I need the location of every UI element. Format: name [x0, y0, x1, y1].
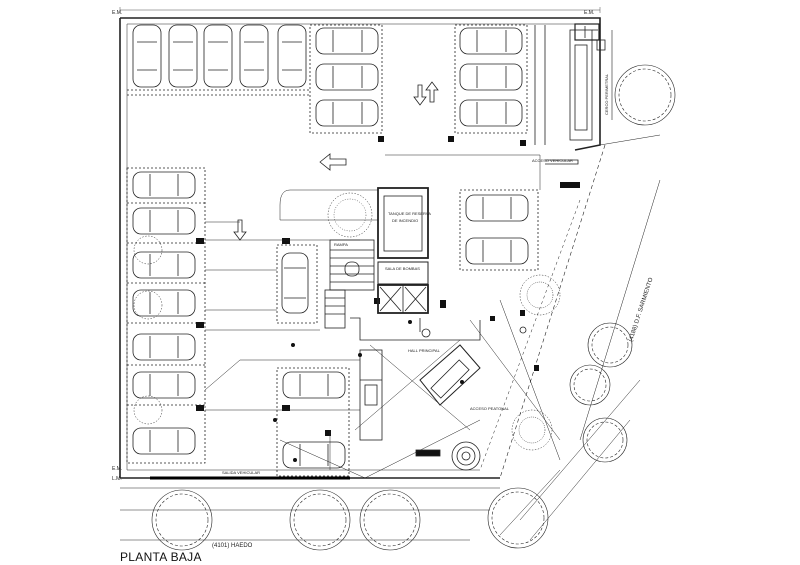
- parking-top-right: [454, 24, 546, 145]
- label-rampa: RAMPA: [334, 242, 348, 247]
- ramp-right: [545, 23, 606, 165]
- drawing-title: PLANTA BAJA: [120, 550, 202, 564]
- lm-marker-bottom: L.M.: [112, 476, 122, 482]
- columns: [196, 136, 580, 436]
- parking-top-center: [309, 24, 383, 134]
- label-hall-principal: HALL PRINCIPAL: [408, 348, 441, 353]
- fountain: [451, 441, 481, 471]
- building-core: [324, 187, 429, 329]
- street-name-right: (4188) D.F. SARMIENTO: [628, 277, 654, 343]
- parking-center: [276, 244, 318, 324]
- small-symbols: [273, 320, 464, 462]
- label-acceso-peatonal: ACCESO PEATONAL: [470, 406, 510, 411]
- parking-left: [126, 167, 206, 464]
- label-acceso-vehicular: ACCESO VEHICULAR: [532, 158, 573, 163]
- em-marker-bottom: E.M.: [112, 466, 122, 472]
- parking-bottom: [276, 367, 350, 477]
- parking-right: [459, 189, 539, 271]
- garden-trees: [133, 192, 561, 451]
- traffic-arrows: [233, 81, 439, 241]
- sidewalk: [120, 476, 500, 541]
- label-sala-bombas: SALA DE BOMBAS: [385, 266, 420, 271]
- em-marker-top-right: E.M.: [584, 10, 594, 16]
- circulation-lines: [204, 154, 561, 479]
- corner-boundary: [479, 20, 661, 541]
- hall: [350, 317, 527, 457]
- street-name-bottom: (4101) HAEDO: [212, 543, 253, 549]
- parking-top-left: [127, 24, 310, 96]
- street-trees: [151, 64, 676, 551]
- label-tanque-line2: DE INCENDIO: [392, 218, 418, 223]
- label-cerco: CERCO PERIMETRAL: [604, 73, 609, 115]
- label-salida-vehicular: SALIDA VEHICULAR: [222, 470, 260, 475]
- em-marker-top: E.M.: [112, 10, 122, 16]
- label-tanque-line1: TANQUE DE RESERVA: [388, 211, 431, 216]
